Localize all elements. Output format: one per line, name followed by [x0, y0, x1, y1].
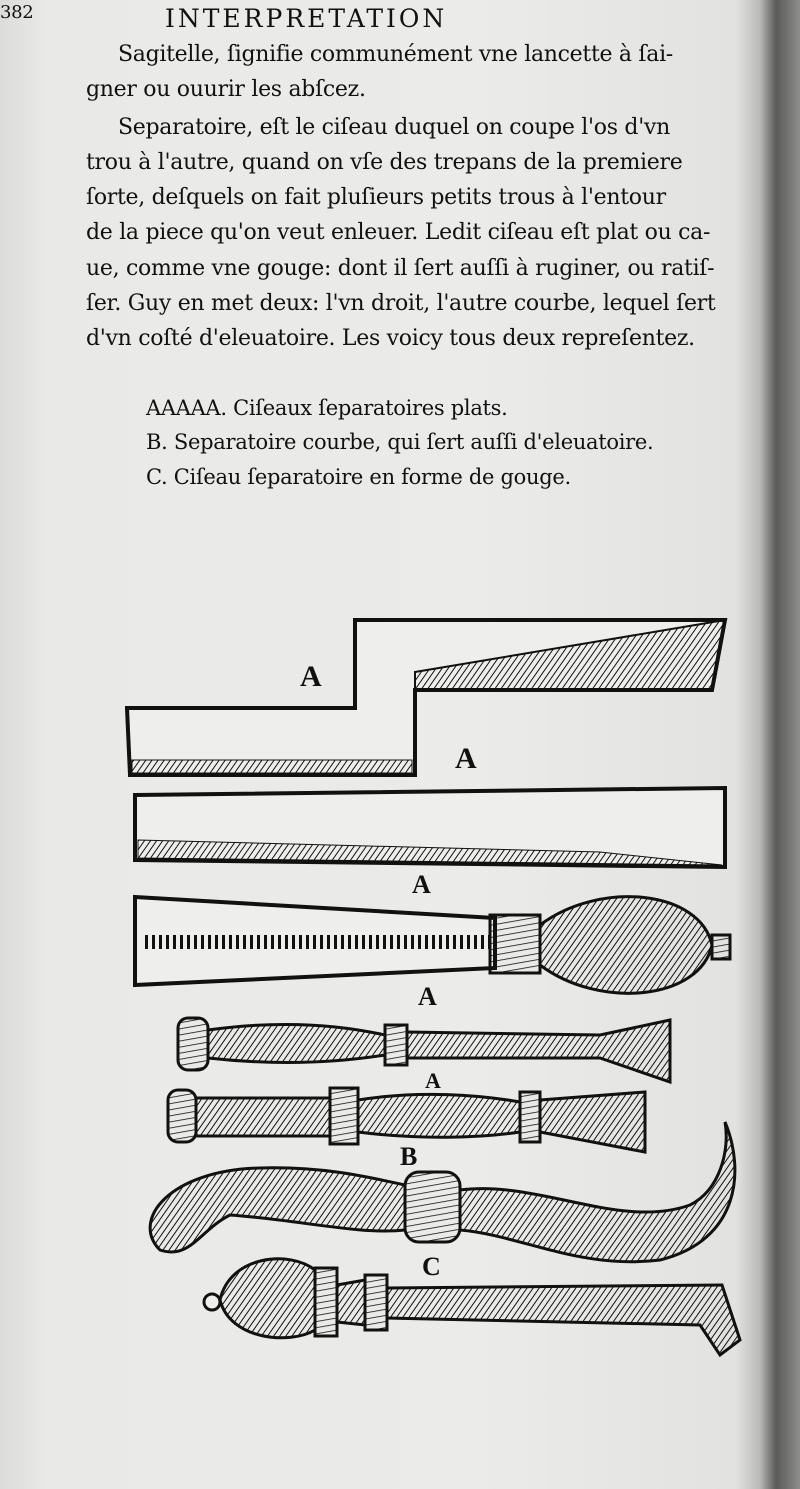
- running-title: INTERPRETATION: [165, 4, 448, 33]
- text-line: ſorte, deſquels on fait pluſieurs petits…: [86, 185, 666, 210]
- figure-label-b: B: [400, 1142, 418, 1171]
- handled-flat-chisel: [133, 894, 732, 995]
- text-line: de la piece qu'on veut enleuer. Ledit ci…: [86, 220, 711, 245]
- text-line: Separatoire, eſt le ciſeau duquel on cou…: [118, 115, 670, 140]
- text-line: ue, comme vne gouge: dont il ſert auſſi …: [86, 256, 715, 281]
- legend-item-b: B. Separatoire courbe, qui ſert auſſi d'…: [146, 430, 654, 454]
- straight-flat-chisel: [133, 785, 727, 870]
- figure-label-a: A: [412, 870, 431, 899]
- text-line: gner ou ouurir les abſcez.: [86, 77, 366, 102]
- stepped-flat-chisel: [124, 618, 728, 777]
- figure-label-a: A: [455, 742, 477, 775]
- legend-item-a: AAAAA. Ciſeaux ſeparatoires plats.: [146, 396, 508, 420]
- figure-label-a: A: [418, 982, 437, 1011]
- figure-label-a: A: [425, 1068, 441, 1093]
- figure-label-c: C: [422, 1252, 441, 1281]
- chisel-handle-1: [176, 1016, 672, 1085]
- gouge-chisel: [202, 1257, 742, 1358]
- text-line: trou à l'autre, quand on vſe des trepans…: [86, 150, 683, 175]
- text-line: ſer. Guy en met deux: l'vn droit, l'autr…: [86, 291, 716, 316]
- legend-item-c: C. Ciſeau ſeparatoire en forme de gouge.: [146, 465, 571, 489]
- text-line: Sagitelle, ſignifie communément vne lanc…: [118, 42, 673, 67]
- figure-label-a: A: [300, 660, 322, 693]
- chisel-handle-2: [166, 1086, 647, 1154]
- curved-separatoire: [148, 1121, 737, 1264]
- page-number: 382: [0, 2, 34, 23]
- text-line: d'vn coſté d'eleuatoire. Les voicy tous …: [86, 326, 695, 351]
